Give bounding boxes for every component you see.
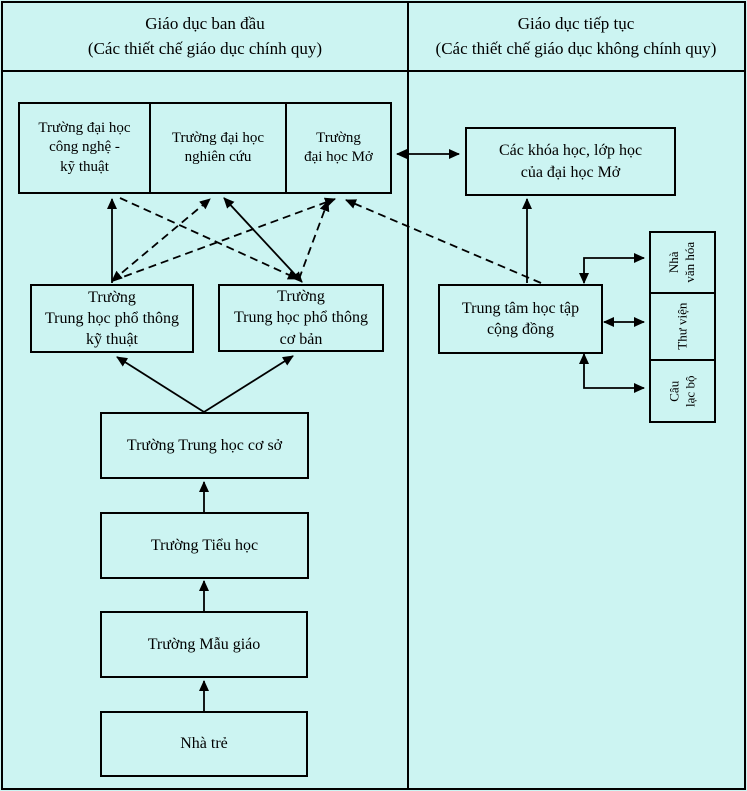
box-university-research: Trường đại học nghiên cứu — [149, 104, 285, 192]
box-library: Thư viện — [651, 292, 714, 359]
box-primary-school: Trường Tiểu học — [100, 512, 309, 579]
box-kindergarten: Trường Mẫu giáo — [100, 611, 308, 678]
box-culture-house: Nhà văn hóa — [651, 233, 714, 292]
box-university-open: Trường đại học Mở — [285, 104, 390, 192]
header-formal-title: Giáo dục ban đầu — [145, 14, 265, 33]
club-label: Câu lạc bộ — [666, 375, 698, 407]
box-upper-secondary-basic: Trường Trung học phổ thông cơ bản — [218, 284, 384, 352]
header-formal-subtitle: (Các thiết chế giáo dục chính quy) — [87, 39, 323, 58]
box-upper-secondary-technical: Trường Trung học phổ thông kỹ thuật — [30, 284, 194, 353]
column-divider-line — [407, 1, 409, 789]
header-formal: Giáo dục ban đầu (Các thiết chế giáo dục… — [3, 2, 407, 70]
box-community-learning-center: Trung tâm học tập cộng đồng — [438, 284, 603, 354]
library-label: Thư viện — [674, 302, 690, 351]
header-continuing-subtitle: (Các thiết chế giáo dục không chính quy) — [435, 39, 717, 58]
box-lower-secondary: Trường Trung học cơ sở — [100, 412, 309, 479]
header-continuing: Giáo dục tiếp tục (Các thiết chế giáo dụ… — [409, 2, 743, 70]
header-divider-line — [1, 70, 746, 72]
facilities-column: Nhà văn hóa Thư viện Câu lạc bộ — [649, 231, 716, 423]
box-nursery: Nhà trẻ — [100, 711, 308, 777]
box-university-tech: Trường đại học công nghệ - kỹ thuật — [38, 119, 131, 175]
header-continuing-title: Giáo dục tiếp tục — [517, 14, 635, 33]
culture-house-label: Nhà văn hóa — [666, 242, 698, 283]
box-open-university-courses: Các khóa học, lớp học của đại học Mở — [465, 127, 676, 196]
university-row: Trường đại học công nghệ - kỹ thuật Trườ… — [18, 102, 392, 194]
box-club: Câu lạc bộ — [651, 359, 714, 421]
